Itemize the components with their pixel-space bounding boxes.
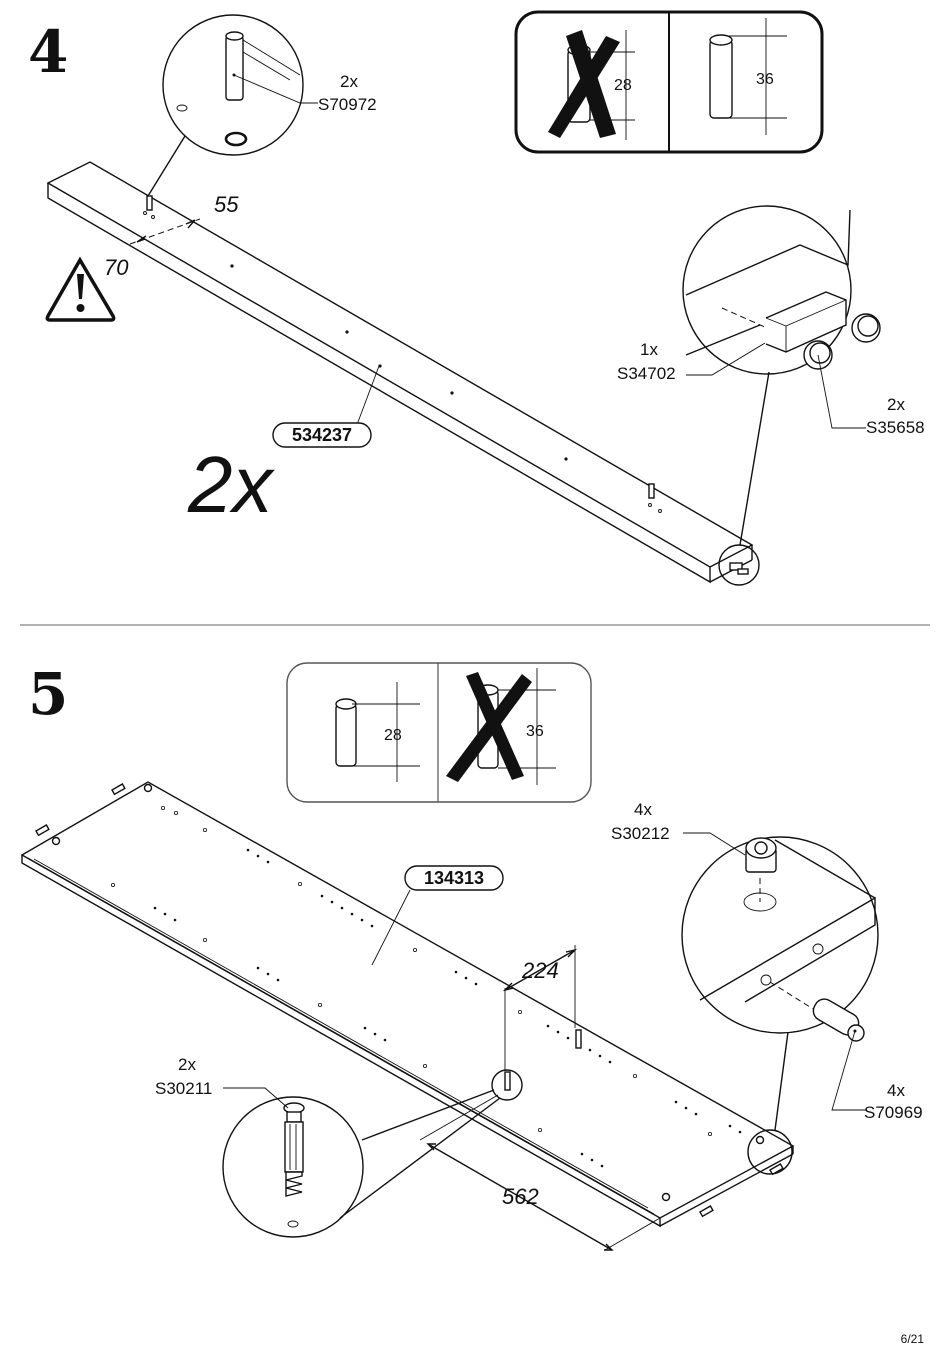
- part-badge-534237: 534237: [272, 365, 380, 448]
- cam-qty: 4x: [634, 800, 652, 819]
- warning-icon: [45, 256, 116, 322]
- rail-board: [46, 161, 754, 584]
- dim-70: 70: [104, 255, 129, 280]
- wrong-length-28: 28: [614, 77, 632, 94]
- page-number: 6/21: [901, 1332, 925, 1346]
- pin-code: S70972: [318, 95, 377, 114]
- caps-code: S35658: [866, 418, 925, 437]
- svg-text:134313: 134313: [424, 868, 484, 888]
- bolt-detail-callout: 2x S30211: [155, 1055, 523, 1238]
- step4-quantity: 2x: [187, 440, 275, 529]
- cam-code: S30212: [611, 824, 670, 843]
- part-badge-134313: 134313: [371, 865, 504, 966]
- step-5-number: 5: [28, 660, 68, 728]
- caps-qty: 2x: [887, 395, 905, 414]
- step-5: 5 28 36: [20, 660, 923, 1251]
- dowel-code: S70969: [864, 1103, 923, 1122]
- dim-55: 55: [214, 192, 239, 217]
- step5-dim-224: 224: [502, 945, 578, 1070]
- pin-detail-callout: 2x S70972: [147, 14, 377, 197]
- connector-qty: 1x: [640, 340, 658, 359]
- svg-text:224: 224: [521, 958, 559, 983]
- shelf-panel: [20, 781, 795, 1228]
- connector-code: S34702: [617, 364, 676, 383]
- right-length-28: 28: [384, 727, 402, 744]
- connector-detail-callout: 1x S34702 2x S35658: [617, 205, 925, 586]
- bolt-code: S30211: [155, 1079, 212, 1098]
- dowel-length-compare-box: 28 36: [286, 662, 592, 803]
- step5-dim-562: 562: [419, 1094, 661, 1251]
- svg-text:562: 562: [502, 1184, 539, 1209]
- step-4: 4: [28, 10, 925, 586]
- step4-dimensions: 55 70: [104, 192, 239, 280]
- svg-text:534237: 534237: [292, 425, 352, 445]
- bolt-qty: 2x: [178, 1055, 196, 1074]
- dowel-qty: 4x: [887, 1081, 905, 1100]
- pin-qty: 2x: [340, 72, 358, 91]
- right-length-36: 36: [756, 71, 774, 88]
- step-4-number: 4: [28, 18, 68, 86]
- wrong-length-36: 36: [526, 723, 544, 740]
- cam-detail-callout: 4x S30212 4x S70969: [611, 800, 923, 1175]
- pin-length-compare-box: 28 36: [514, 10, 824, 154]
